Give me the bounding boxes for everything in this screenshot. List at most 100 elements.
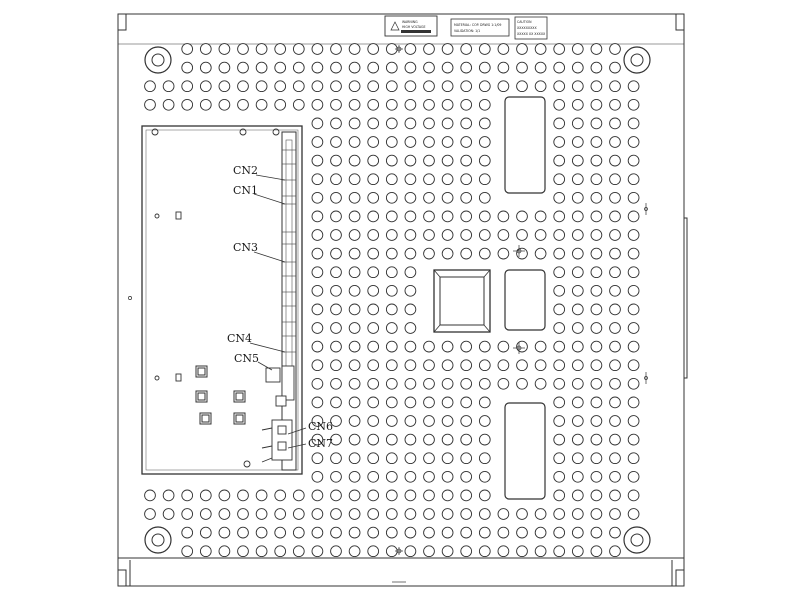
perforation-hole [460,359,473,372]
perforation-hole [590,154,603,167]
perforation-hole [534,359,547,372]
perforation-hole [311,508,324,520]
perforation-hole [311,284,324,297]
perforation-hole [330,303,342,316]
perforation-hole [609,98,621,111]
perforation-hole [237,80,249,93]
perforation-hole [423,545,435,558]
perforation-hole [404,340,417,353]
perforation-hole [385,415,398,427]
perforation-hole [553,80,566,93]
perforation-hole [162,80,175,93]
perforation-hole [311,452,324,465]
leader-cn3 [253,251,286,263]
perforation-hole [571,266,584,279]
perforation-hole [385,266,398,279]
perforation-hole [423,154,435,167]
perforation-hole [497,80,510,93]
mounting-boss-br [623,526,651,554]
perforation-hole [441,154,454,167]
perforation-hole [330,526,342,539]
perforation-hole [609,191,621,204]
pcb-pads [195,365,246,425]
perforation-hole [311,80,324,93]
perforation-hole [478,191,491,204]
perforation-hole [590,173,603,186]
datum-marks [128,45,648,583]
perforation-hole [627,303,640,316]
perforation-hole [609,508,621,520]
perforation-hole [571,340,584,353]
perforation-hole [609,284,621,297]
perforation-hole [311,377,324,390]
perforation-hole [553,61,566,74]
perforation-hole [311,322,324,334]
perforation-hole [311,303,324,316]
perforation-hole [385,489,398,502]
perforation-hole [627,489,640,502]
perforation-hole [292,526,305,539]
perforation-hole [348,266,361,279]
perforation-hole [441,43,454,55]
perforation-hole [404,173,417,186]
perforation-hole [627,117,640,130]
perforation-hole [497,545,510,558]
pcb-slot [175,373,182,382]
leader-cn7 [287,443,307,449]
perforation-hole [255,489,268,502]
perforation-hole [590,80,603,93]
perforation-hole [553,303,566,316]
perforation-hole [478,43,491,55]
perforation-hole [497,377,510,390]
perforation-hole [609,210,621,223]
perforation-hole [441,247,454,260]
perforation-hole [441,173,454,186]
perforation-hole [516,377,528,390]
pcb-mount-holes [151,128,280,468]
perforation-hole [460,154,473,167]
datum-mark-top [395,45,403,53]
perforation-hole [478,340,491,353]
perforation-hole [441,191,454,204]
perforation-hole [627,415,640,427]
perforation-hole [590,396,603,409]
perforation-hole [237,61,249,74]
perforation-hole [478,61,491,74]
perforation-hole [255,526,268,539]
perforation-hole [460,80,473,93]
hole-grid [144,43,640,558]
perforation-hole [367,470,380,483]
perforation-hole [367,340,380,353]
perforation-hole [441,377,454,390]
perforation-hole [441,526,454,539]
perforation-hole [385,359,398,372]
perforation-hole [330,340,342,353]
perforation-hole [441,98,454,111]
perforation-hole [441,210,454,223]
perforation-hole [553,545,566,558]
leader-cn4 [249,342,286,353]
perforation-hole [218,545,231,558]
perforation-hole [330,210,342,223]
perforation-hole [404,303,417,316]
perforation-hole [423,359,435,372]
perforation-hole [330,489,342,502]
perforation-hole [553,415,566,427]
cutout-upper-slot [504,96,546,194]
perforation-hole [199,43,212,55]
perforation-hole [553,173,566,186]
perforation-hole [348,98,361,111]
perforation-hole [274,526,287,539]
perforation-hole [218,526,231,539]
perforation-hole [627,396,640,409]
perforation-hole [162,489,175,502]
perforation-hole [181,508,194,520]
perforation-hole [367,247,380,260]
perforation-hole [311,545,324,558]
perforation-hole [218,61,231,74]
perforation-hole [571,117,584,130]
perforation-hole [311,229,324,241]
perforation-hole [199,526,212,539]
perforation-hole [571,80,584,93]
pcb-slot [175,211,182,220]
